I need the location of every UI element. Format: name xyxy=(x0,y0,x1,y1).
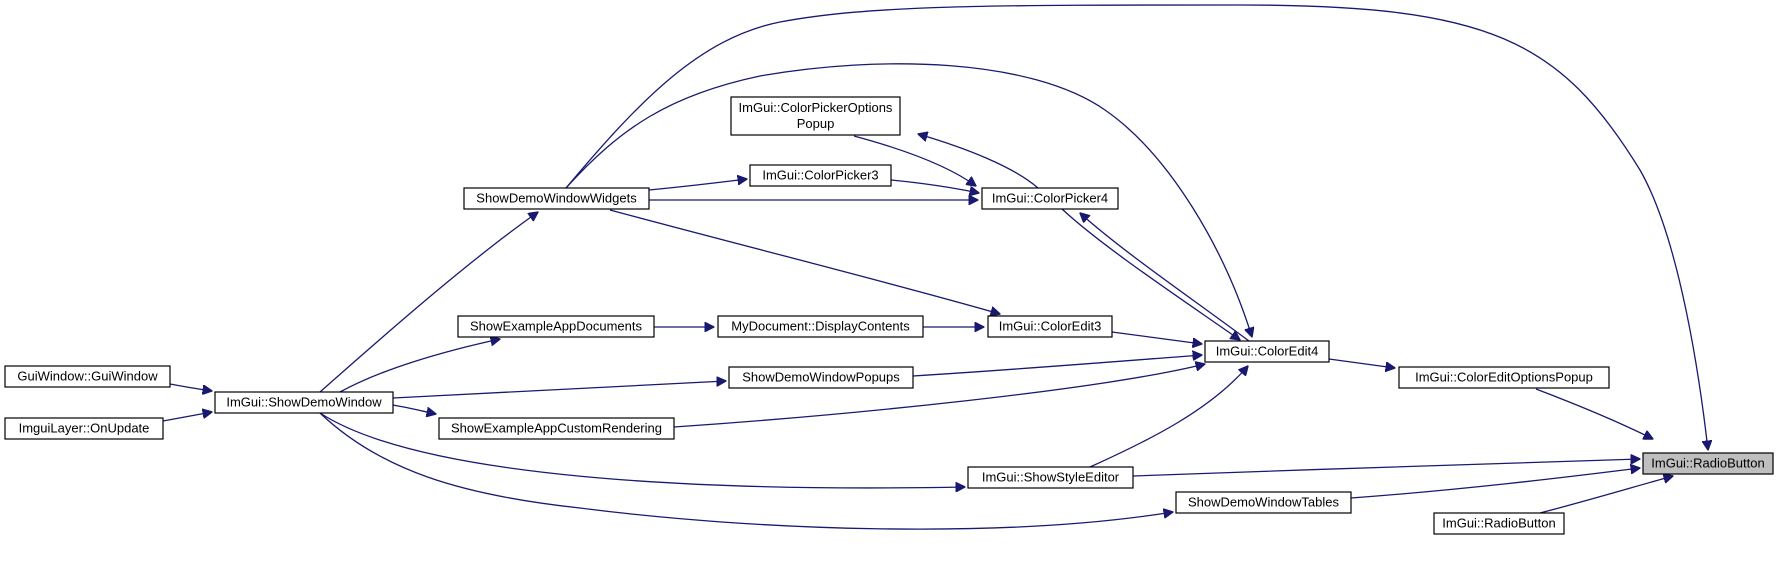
node-showstyleeditor-box[interactable] xyxy=(967,466,1134,489)
edge-showdemowindowwidgets-to-colorpicker3 xyxy=(648,179,747,191)
node-showexampleappcustomrendering[interactable]: ShowExampleAppCustomRendering xyxy=(438,417,675,440)
node-showexampleappcustomrendering-box[interactable] xyxy=(438,417,675,440)
node-showdemowindowpopups[interactable]: ShowDemoWindowPopups xyxy=(728,366,914,389)
edge-colorpicker3-to-colorpicker4 xyxy=(890,179,979,193)
edge-showdemowindowpopups-to-coloredit4 xyxy=(912,355,1202,377)
node-colorpicker4-label: ImGui::ColorPicker4 xyxy=(992,191,1108,206)
node-showdemowindowtables-label: ShowDemoWindowTables xyxy=(1188,495,1340,510)
node-coloreditoptionspopup-box[interactable] xyxy=(1398,366,1610,389)
node-guiwindow[interactable]: GuiWindow::GuiWindow xyxy=(4,365,171,388)
node-imguilayer-onupdate-label: ImguiLayer::OnUpdate xyxy=(19,421,150,436)
node-showdemowindowwidgets-label: ShowDemoWindowWidgets xyxy=(476,191,637,206)
edge-colorpicker4-to-colorpickeroptionspopup xyxy=(918,134,1039,189)
node-coloredit3-box[interactable] xyxy=(987,315,1113,338)
node-colorpicker3-box[interactable] xyxy=(749,164,892,187)
node-showdemowindow-label: ImGui::ShowDemoWindow xyxy=(226,395,382,410)
node-coloredit4-label: ImGui::ColorEdit4 xyxy=(1216,344,1319,359)
node-showexampleappdocuments-box[interactable] xyxy=(457,315,655,338)
edge-showstyleeditor-to-radiobutton-main xyxy=(1132,459,1640,477)
node-coloredit4[interactable]: ImGui::ColorEdit4 xyxy=(1204,340,1330,363)
edges-layer xyxy=(162,4,1708,530)
node-displaycontents-label: MyDocument::DisplayContents xyxy=(731,319,910,334)
edge-showdemowindowtables-to-radiobutton-main xyxy=(1350,468,1640,499)
node-showexampleappdocuments-label: ShowExampleAppDocuments xyxy=(470,319,642,334)
node-radiobutton-main-box[interactable] xyxy=(1642,452,1774,475)
edge-coloredit3-to-coloredit4 xyxy=(1111,331,1202,344)
node-colorpicker3-label: ImGui::ColorPicker3 xyxy=(762,168,878,183)
node-imguilayer-onupdate[interactable]: ImguiLayer::OnUpdate xyxy=(4,417,164,440)
node-showexampleappcustomrendering-label: ShowExampleAppCustomRendering xyxy=(451,421,662,436)
node-radiobutton-main[interactable]: ImGui::RadioButton xyxy=(1642,452,1774,475)
node-showdemowindowwidgets[interactable]: ShowDemoWindowWidgets xyxy=(463,187,650,210)
edge-colorpickeroptionspopup-to-colorpicker4 xyxy=(853,135,976,186)
edge-showexampleappcustomrendering-to-coloredit4 xyxy=(673,364,1205,428)
edge-showdemowindowwidgets-to-coloredit3 xyxy=(609,209,1000,314)
node-coloredit4-box[interactable] xyxy=(1204,340,1330,363)
node-radiobutton-overload-label: ImGui::RadioButton xyxy=(1442,516,1555,531)
edge-radiobutton-overload-to-radiobutton-main xyxy=(1539,476,1673,514)
node-coloreditoptionspopup-label: ImGui::ColorEditOptionsPopup xyxy=(1415,370,1593,385)
nodes-layer: ImGui::RadioButtonImGui::RadioButtonImGu… xyxy=(4,96,1774,535)
edge-coloredit4-to-coloreditoptionspopup xyxy=(1328,358,1395,368)
node-coloredit3-label: ImGui::ColorEdit3 xyxy=(999,319,1102,334)
node-colorpicker3[interactable]: ImGui::ColorPicker3 xyxy=(749,164,892,187)
node-displaycontents[interactable]: MyDocument::DisplayContents xyxy=(717,315,924,338)
edge-coloredit4-to-colorpicker4 xyxy=(1080,213,1250,342)
edge-showdemowindow-to-showexampleappcustomrendering xyxy=(392,404,436,414)
node-showstyleeditor[interactable]: ImGui::ShowStyleEditor xyxy=(967,466,1134,489)
node-radiobutton-overload[interactable]: ImGui::RadioButton xyxy=(1433,512,1565,535)
edge-colorpicker4-to-coloredit4 xyxy=(1061,208,1240,340)
node-showexampleappdocuments[interactable]: ShowExampleAppDocuments xyxy=(457,315,655,338)
node-showdemowindow-box[interactable] xyxy=(214,391,394,414)
node-radiobutton-overload-box[interactable] xyxy=(1433,512,1565,535)
edge-showdemowindowwidgets-to-coloredit4 xyxy=(565,63,1252,337)
node-coloredit3[interactable]: ImGui::ColorEdit3 xyxy=(987,315,1113,338)
node-showstyleeditor-label: ImGui::ShowStyleEditor xyxy=(982,470,1120,485)
edge-showdemowindowwidgets-to-radiobutton-main xyxy=(565,4,1708,450)
node-showdemowindowwidgets-box[interactable] xyxy=(463,187,650,210)
edge-showdemowindow-to-showdemowindowpopups xyxy=(392,381,726,399)
edge-imguilayer-onupdate-to-showdemowindow xyxy=(162,412,212,422)
node-colorpickeroptionspopup-box[interactable] xyxy=(730,96,901,136)
edge-showdemowindow-to-showstyleeditor xyxy=(319,412,965,488)
node-colorpicker4[interactable]: ImGui::ColorPicker4 xyxy=(981,187,1119,210)
edge-guiwindow-to-showdemowindow xyxy=(169,383,212,391)
node-showdemowindowpopups-label: ShowDemoWindowPopups xyxy=(742,370,900,385)
edge-showdemowindow-to-showdemowindowwidgets xyxy=(319,212,538,393)
node-imguilayer-onupdate-box[interactable] xyxy=(4,417,164,440)
node-colorpickeroptionspopup-label-line-2: Popup xyxy=(797,116,835,131)
node-colorpicker4-box[interactable] xyxy=(981,187,1119,210)
node-coloreditoptionspopup[interactable]: ImGui::ColorEditOptionsPopup xyxy=(1398,366,1610,389)
node-guiwindow-box[interactable] xyxy=(4,365,171,388)
node-showdemowindow[interactable]: ImGui::ShowDemoWindow xyxy=(214,391,394,414)
node-radiobutton-main-label: ImGui::RadioButton xyxy=(1651,456,1764,471)
node-displaycontents-box[interactable] xyxy=(717,315,924,338)
edge-showstyleeditor-to-coloredit4 xyxy=(1089,366,1248,468)
edge-coloreditoptionspopup-to-radiobutton-main xyxy=(1535,388,1653,439)
node-colorpickeroptionspopup-label-line-1: ImGui::ColorPickerOptions xyxy=(739,100,893,115)
node-guiwindow-label: GuiWindow::GuiWindow xyxy=(17,369,158,384)
edge-showdemowindow-to-showexampleappdocuments xyxy=(339,339,500,393)
node-showdemowindowpopups-box[interactable] xyxy=(728,366,914,389)
node-showdemowindowtables-box[interactable] xyxy=(1175,491,1352,514)
edge-showdemowindow-to-showdemowindowtables xyxy=(319,412,1173,530)
node-showdemowindowtables[interactable]: ShowDemoWindowTables xyxy=(1175,491,1352,514)
